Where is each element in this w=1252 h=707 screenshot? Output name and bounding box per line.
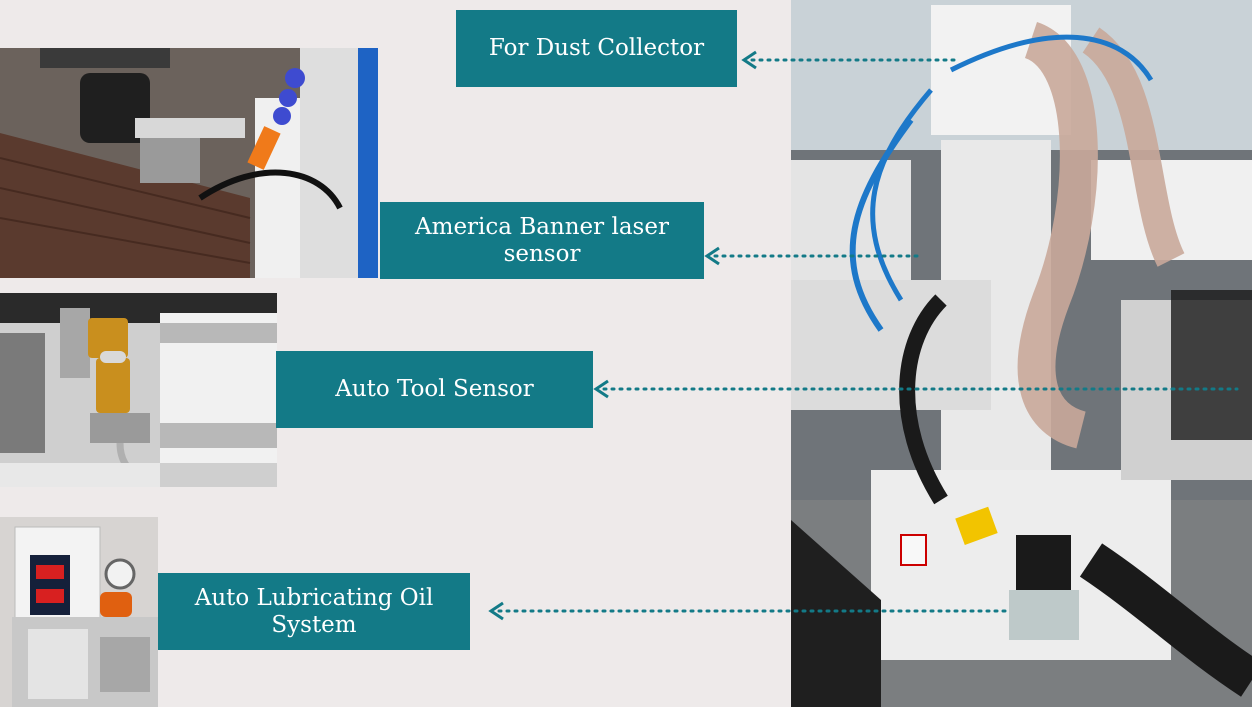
laser-sensor-label: America Banner laser sensor [380,202,704,279]
machine-photo [791,0,1252,707]
lube-system-text: Auto Lubricating Oil System [194,584,434,638]
laser-sensor-arrow [704,246,925,266]
laser-sensor-text: America Banner laser sensor [415,213,669,267]
dust-collector-arrow [741,50,962,70]
tool-sensor-photo [0,293,277,487]
lube-system-label: Auto Lubricating Oil System [158,573,470,650]
dust-collector-text: For Dust Collector [488,35,705,61]
tool-sensor-arrow [593,379,1239,399]
dust-collector-label: For Dust Collector [456,10,737,87]
lubrication-pump-photo [0,517,158,707]
tool-sensor-label: Auto Tool Sensor [276,351,593,428]
lube-system-arrow [488,601,1009,621]
laser-sensor-photo [0,48,378,278]
tool-sensor-text: Auto Tool Sensor [335,376,534,402]
